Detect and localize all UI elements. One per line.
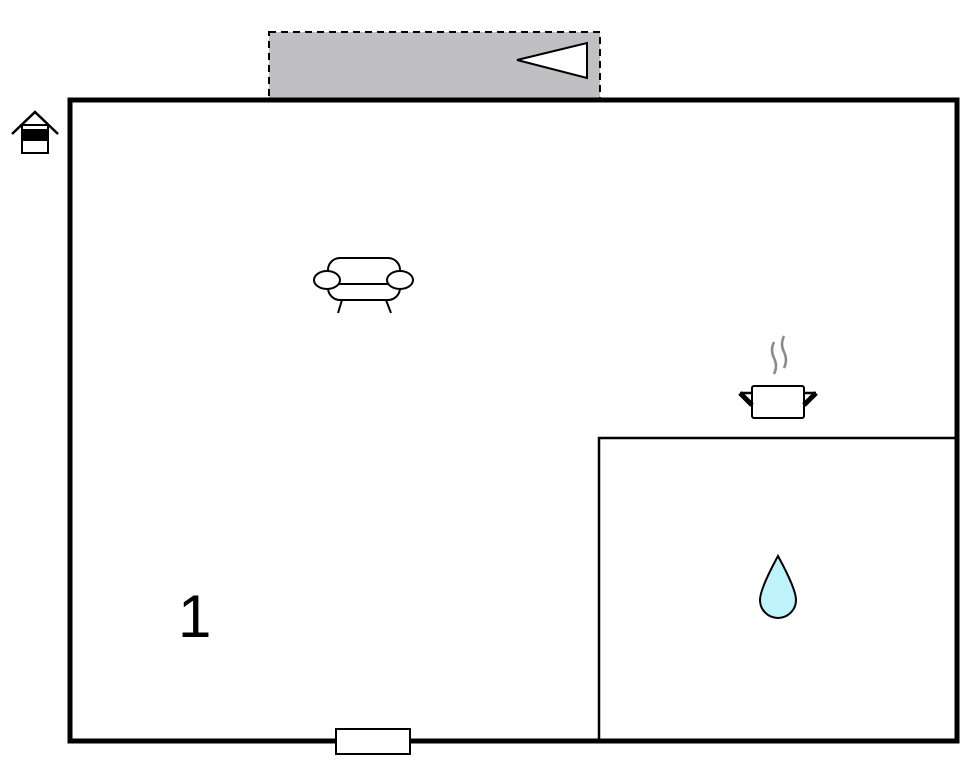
direction-triangle-icon [516, 41, 588, 80]
water-drop-icon [758, 553, 798, 619]
entrance-icon [11, 110, 59, 154]
sofa-icon [313, 257, 414, 314]
kitchen-pot-icon [738, 335, 818, 419]
window [335, 728, 411, 755]
bathroom-wall [597, 436, 957, 741]
outer-wall [67, 97, 960, 744]
terrace-area [268, 31, 601, 100]
room-number: 1 [178, 583, 211, 650]
